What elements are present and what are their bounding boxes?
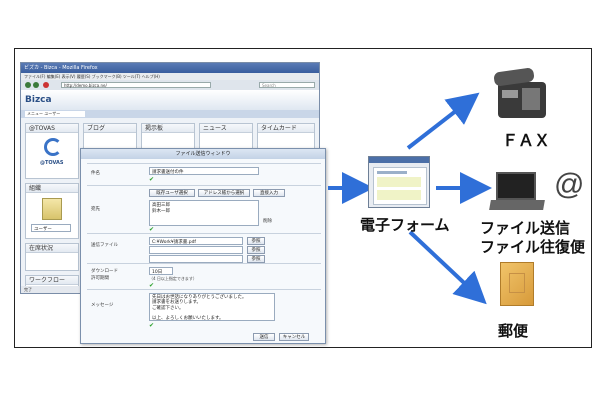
laptop-icon [489,172,545,212]
subject-row: 件名 請求書送付の件 ✔ [87,163,321,185]
subject-input[interactable]: 請求書送付の件 [149,167,259,175]
file-label: 送信ファイル [91,243,118,248]
portlet-title: ブログ [84,124,136,133]
recipient-list[interactable]: 高田三郎 鈴木一郎 [149,200,259,226]
period-select[interactable]: 10日 [149,267,173,275]
address-toolbar: http://demo.bizca.ne/ Search [21,80,319,90]
direct-input-button[interactable]: 直接入力 [253,189,285,197]
envelope-icon [500,262,534,306]
window-title: ビズカ - Bizca - Mozilla Firefox [21,63,319,73]
tovas-caption: @TOVAS [40,160,64,166]
check-icon: ✔ [149,176,155,183]
file-send-label: ファイル送信 [480,220,571,237]
browse-button[interactable]: 参照 [247,237,265,245]
portlet-title: 組織 [26,184,78,193]
stop-icon[interactable] [43,82,49,88]
portlet-tovas[interactable]: @TOVAS @TOVAS [25,123,79,179]
check-icon: ✔ [149,282,155,289]
message-line: 請求書をお送りします。 [152,300,202,306]
period-row: ダウンロード 許可期間 10日 （4 日以上指定できます） ✔ [87,263,321,289]
nav-tabs: メニュー ユーザー [21,110,319,118]
recipient-label: 宛先 [91,207,100,212]
message-line: 以上、よろしくお願いいたします。 [152,316,224,322]
recipient-item[interactable]: 高田三郎 [152,203,170,208]
file-input-3[interactable] [149,255,243,263]
portlet-title: タイムカード [258,124,314,133]
fax-label: ＦＡＸ [502,133,551,150]
forward-icon[interactable] [33,82,39,88]
file-send-dialog: ファイル送信ウィンドウ 件名 請求書送付の件 ✔ 宛先 既存ユーザ選択 アドレス… [80,148,326,344]
check-icon: ✔ [149,322,155,329]
portlet-title: ニュース [200,124,252,133]
search-input[interactable]: Search [259,82,315,88]
electronic-form-label: 電子フォーム [360,217,450,234]
fax-icon [492,67,550,120]
browse-button-2[interactable]: 参照 [247,246,265,254]
organization-icon [42,198,62,220]
back-icon[interactable] [25,82,31,88]
period-note: （4 日以上指定できます） [149,276,197,281]
menu-bar[interactable]: ファイル(F) 編集(E) 表示(V) 履歴(S) ブックマーク(B) ツール(… [21,73,319,80]
arrow-to-fax [406,92,480,150]
portlet-presence[interactable]: 在席状況 [25,243,79,271]
electronic-form-icon [368,156,430,208]
portlet-title: @TOVAS [26,124,78,133]
period-label: 許可期間 [91,276,109,281]
browse-button-3[interactable]: 参照 [247,255,265,263]
at-sign-icon: @ [554,168,585,201]
message-line: ご確認下さい。 [152,305,184,311]
cancel-button[interactable]: キャンセル [279,333,309,341]
app-header: Bizca [21,90,319,110]
portlet-title: 在席状況 [26,244,78,253]
dialog-title: ファイル送信ウィンドウ [81,149,325,159]
message-textarea[interactable]: 先日はお世話になりありがとうございました。 請求書をお送りします。 ご確認下さい… [149,293,275,321]
figure-frame [14,48,592,348]
arrow-to-mail [408,230,487,305]
portlet-organization[interactable]: 組織 ユーザー [25,183,79,239]
recipient-item[interactable]: 鈴木一郎 [152,209,170,214]
message-row: メッセージ 先日はお世話になりありがとうございました。 請求書をお送りします。 … [87,289,321,329]
portlet-title: ワークフロー [26,276,78,285]
check-icon: ✔ [149,226,155,233]
subject-label: 件名 [91,171,100,176]
user-select[interactable]: ユーザー [31,224,71,232]
file-roundtrip-label: ファイル往復便 [480,239,586,256]
message-line: 先日はお世話になりありがとうございました。 [152,295,247,300]
select-user-button[interactable]: 既存ユーザ選択 [149,189,195,197]
bizca-logo: Bizca [25,95,52,105]
portlet-title: 掲示板 [142,124,194,133]
address-book-button[interactable]: アドレス帳から選択 [198,189,250,197]
address-input[interactable]: http://demo.bizca.ne/ [61,82,211,88]
file-input-2[interactable] [149,246,243,254]
mail-label: 郵便 [498,323,529,340]
recipient-row: 宛先 既存ユーザ選択 アドレス帳から選択 直接入力 高田三郎 鈴木一郎 削除 ✔ [87,185,321,233]
message-label: メッセージ [91,303,114,308]
tovas-logo-icon [44,138,62,156]
send-button[interactable]: 送信 [253,333,275,341]
file-row: 送信ファイル C:¥Work¥請求書.pdf 参照 参照 参照 [87,233,321,263]
delete-link[interactable]: 削除 [263,219,272,224]
file-input[interactable]: C:¥Work¥請求書.pdf [149,237,243,245]
download-label: ダウンロード [91,269,118,274]
tab-menu[interactable]: メニュー ユーザー [25,111,85,117]
